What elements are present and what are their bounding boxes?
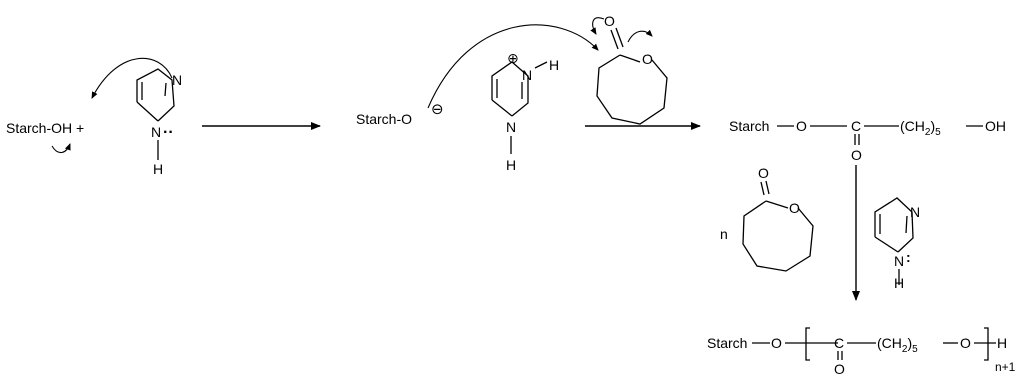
imidazolium-n-bottom: N xyxy=(506,119,516,135)
caprolactone-2-carbonyl-o: O xyxy=(758,165,769,181)
carbonyl-oxygen: O xyxy=(604,13,615,29)
product-carbonyl-o: O xyxy=(851,147,862,163)
product-starch: Starch xyxy=(729,118,769,134)
curved-arrow-carbonyl xyxy=(590,17,605,35)
polymer-starch: Starch xyxy=(707,335,747,351)
carbonyl-bond-b xyxy=(615,27,624,48)
imidazolium-n-top: N xyxy=(522,67,532,83)
caprolactone-2-ring xyxy=(742,200,814,272)
imidazolium: ⊕ N H N H xyxy=(491,50,559,173)
polymer-o-left: O xyxy=(771,335,782,351)
polymer-o-right: O xyxy=(960,335,971,351)
imidazole-2-double-bond-2 xyxy=(905,215,908,234)
polymer-carbonyl-o: O xyxy=(834,361,845,376)
curved-arrow-deprotonation xyxy=(91,57,173,99)
imidazole-2-lone-pair: : xyxy=(906,249,911,265)
imidazole-2-n-bottom: N xyxy=(894,253,904,269)
product-ch2: (CH2)5 xyxy=(900,118,941,138)
imidazolium-h-bottom: H xyxy=(506,157,516,173)
imidazole-ring-bond xyxy=(136,101,159,122)
polymer-group: Starch O C O (CH2)5 O H n+1 xyxy=(707,327,1016,376)
reactant-group: Starch-OH + N N H ·· xyxy=(6,57,182,177)
caprolactone-ring xyxy=(596,54,668,125)
starch-oh-label: Starch-OH + xyxy=(6,120,84,136)
caprolactone-2-c-o-bond xyxy=(765,200,789,209)
caprolactone-c-o-bond xyxy=(619,54,641,63)
caprolactone-1: O O xyxy=(590,13,668,125)
curved-arrow-attack xyxy=(427,24,599,109)
product-ester-o: O xyxy=(796,118,807,134)
reagents-group: n O O N N : H xyxy=(720,165,920,291)
curved-arrow-ring-opening xyxy=(627,29,653,43)
n-h-bond-top xyxy=(534,61,548,69)
polymer-h-end: H xyxy=(997,335,1007,351)
imidazole-2-ring-bond xyxy=(874,236,899,253)
curved-arrow-oh xyxy=(51,143,71,154)
imidazole-2-n-top: N xyxy=(910,204,920,220)
caprolactone-2-carbonyl-b xyxy=(765,180,770,195)
repeat-bracket-left xyxy=(805,327,810,361)
lone-pair-dots: ·· xyxy=(163,124,174,141)
imidazolium-ring-bond xyxy=(491,99,513,117)
caprolactone-2-ring-o: O xyxy=(789,200,800,216)
imidazole-ring-bonds xyxy=(136,68,175,122)
caprolactone-2-carbonyl-a xyxy=(760,181,765,196)
imidazole-double-bond-2 xyxy=(164,82,167,97)
intermediate-group: Starch-O ⊖ ⊕ N H N H O O xyxy=(356,13,668,173)
imidazole-h-bottom: H xyxy=(153,161,163,177)
carbonyl-bond-a xyxy=(610,29,619,50)
product-carbon: C xyxy=(851,118,861,134)
polymer-ch2: (CH2)5 xyxy=(877,335,918,355)
imidazole-reactant: N N H ·· xyxy=(136,68,182,177)
repeat-bracket-right xyxy=(984,327,989,361)
starch-o-label: Starch-O xyxy=(356,111,412,127)
imidazolium-ring-bonds xyxy=(491,61,529,117)
imidazole-2-h: H xyxy=(894,275,904,291)
repeat-count-n: n xyxy=(720,226,728,242)
imidazole-n-top: N xyxy=(172,72,182,88)
product1-group: Starch O C O (CH2)5 OH xyxy=(729,118,1006,163)
polymer-repeat-count: n+1 xyxy=(995,360,1016,374)
imidazolium-h-top: H xyxy=(549,57,559,73)
polymer-carbon: C xyxy=(834,335,844,351)
imidazole-2-ring xyxy=(874,197,914,253)
ring-oxygen: O xyxy=(642,51,653,67)
imidazole-n-bottom: N xyxy=(151,124,161,140)
imidazolium-plus: ⊕ xyxy=(507,50,519,66)
product-oh: OH xyxy=(985,118,1006,134)
negative-charge: ⊖ xyxy=(431,101,444,118)
